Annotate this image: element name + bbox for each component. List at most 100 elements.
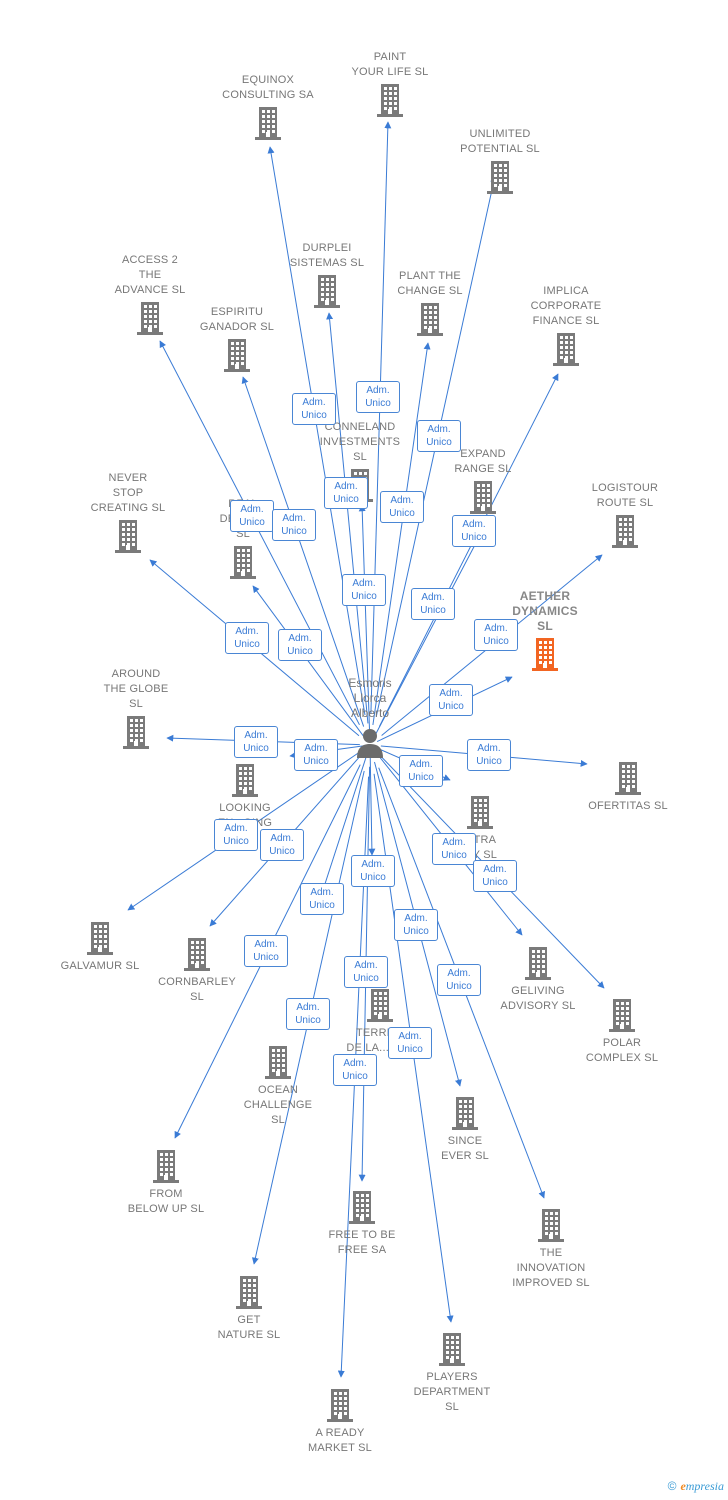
role-label-access2: Adm. Unico	[230, 500, 274, 532]
edge-durplei	[326, 312, 369, 724]
company-name: GALVAMUR SL	[60, 960, 140, 972]
role-label-aready: Adm. Unico	[333, 1054, 377, 1086]
company-node-innovation[interactable]: THE INNOVATION IMPROVED SL	[496, 1205, 606, 1291]
role-label-extra: Adm. Unico	[399, 755, 443, 787]
company-node-ocean[interactable]: OCEAN CHALLENGE SL	[223, 1042, 333, 1128]
company-name: ACCESS 2 THE ADVANCE SL	[114, 254, 186, 296]
role-label-durplei: Adm. Unico	[324, 477, 368, 509]
company-node-frombelow[interactable]: FROM BELOW UP SL	[111, 1146, 221, 1217]
company-name: EQUINOX CONSULTING SA	[222, 74, 314, 101]
company-name: AETHER DYNAMICS SL	[512, 589, 578, 633]
role-label-cornbarley: Adm. Unico	[260, 829, 304, 861]
role-label-since: Adm. Unico	[394, 909, 438, 941]
building-icon	[439, 1333, 465, 1366]
building-icon	[417, 303, 443, 336]
building-icon	[184, 938, 210, 971]
role-label-ocean: Adm. Unico	[300, 883, 344, 915]
building-icon	[87, 922, 113, 955]
company-name: OCEAN CHALLENGE SL	[243, 1084, 313, 1126]
role-label-freetobe: Adm. Unico	[344, 956, 388, 988]
company-name: GELIVING ADVISORY SL	[500, 985, 576, 1012]
company-name: POLAR COMPLEX SL	[585, 1037, 659, 1064]
edge-terre	[368, 750, 376, 856]
role-label-players: Adm. Unico	[388, 1027, 432, 1059]
building-icon	[487, 161, 513, 194]
building-icon	[327, 1389, 353, 1422]
company-node-getnature[interactable]: GET NATURE SL	[194, 1272, 304, 1343]
company-node-equinox[interactable]: EQUINOX CONSULTING SA	[213, 73, 323, 140]
building-icon	[349, 1191, 375, 1224]
company-node-ofertitas[interactable]: OFERTITAS SL	[573, 758, 683, 814]
company-node-neverstop[interactable]: NEVER STOP CREATING SL	[73, 471, 183, 553]
brand-name: mpresia	[685, 1479, 724, 1493]
role-label-aether: Adm. Unico	[429, 684, 473, 716]
role-label-plant: Adm. Unico	[380, 491, 424, 523]
role-label-innovation: Adm. Unico	[437, 964, 481, 996]
company-node-logistour[interactable]: LOGISTOUR ROUTE SL	[570, 481, 680, 548]
center-person-node[interactable]: Esmoris Llorca Alberto	[325, 676, 415, 759]
company-name: FROM BELOW UP SL	[127, 1188, 205, 1215]
company-node-galvamur[interactable]: GALVAMUR SL	[45, 918, 155, 974]
role-label-neverstop: Adm. Unico	[225, 622, 269, 654]
edge-access2	[159, 340, 360, 726]
building-icon	[367, 989, 393, 1022]
company-node-aready[interactable]: A READY MARKET SL	[285, 1385, 395, 1456]
role-label-ofertitas: Adm. Unico	[467, 739, 511, 771]
building-icon	[615, 762, 641, 795]
company-node-unlimited[interactable]: UNLIMITED POTENTIAL SL	[445, 127, 555, 194]
building-icon	[137, 302, 163, 335]
role-label-expand: Adm. Unico	[411, 588, 455, 620]
company-node-aether[interactable]: AETHER DYNAMICS SL	[490, 589, 600, 671]
edge-conneland	[358, 504, 371, 734]
building-icon	[553, 333, 579, 366]
building-icon	[467, 796, 493, 829]
role-label-getnature: Adm. Unico	[286, 998, 330, 1030]
role-label-conneland: Adm. Unico	[342, 574, 386, 606]
building-icon	[115, 520, 141, 553]
role-label-terre: Adm. Unico	[351, 855, 395, 887]
building-icon	[230, 546, 256, 579]
company-name: A READY MARKET SL	[308, 1427, 372, 1454]
company-name: PLAYERS DEPARTMENT SL	[413, 1371, 491, 1413]
company-name: THE INNOVATION IMPROVED SL	[512, 1247, 590, 1289]
building-icon	[452, 1097, 478, 1130]
company-name: DURPLEI SISTEMAS SL	[289, 242, 365, 269]
company-name: EXPAND RANGE SL	[454, 448, 512, 475]
company-name: NEVER STOP CREATING SL	[90, 472, 166, 514]
company-name: LOGISTOUR ROUTE SL	[591, 482, 659, 509]
company-node-access2[interactable]: ACCESS 2 THE ADVANCE SL	[95, 253, 205, 335]
company-node-freetobe[interactable]: FREE TO BE FREE SA	[307, 1187, 417, 1258]
building-icon	[232, 764, 258, 797]
role-label-espiritu: Adm. Unico	[272, 509, 316, 541]
company-node-around[interactable]: AROUND THE GLOBE SL	[81, 667, 191, 749]
company-name: UNLIMITED POTENTIAL SL	[460, 128, 540, 155]
building-icon	[255, 107, 281, 140]
company-node-players[interactable]: PLAYERS DEPARTMENT SL	[397, 1329, 507, 1415]
company-node-durplei[interactable]: DURPLEI SISTEMAS SL	[272, 241, 382, 308]
company-name: FREE TO BE FREE SA	[328, 1229, 396, 1256]
building-icon	[236, 1276, 262, 1309]
company-node-expand[interactable]: EXPAND RANGE SL	[428, 447, 538, 514]
person-icon	[357, 729, 383, 758]
company-name: PLANT THE CHANGE SL	[397, 270, 463, 297]
brand-first-letter: e	[680, 1479, 686, 1493]
edge-paint	[370, 121, 392, 714]
company-node-polar[interactable]: POLAR COMPLEX SL	[567, 995, 677, 1066]
footer-brand: ©empresia	[668, 1479, 724, 1494]
company-node-geliving[interactable]: GELIVING ADVISORY SL	[483, 943, 593, 1014]
company-node-paint[interactable]: PAINT YOUR LIFE SL	[335, 50, 445, 117]
role-label-looking: Adm. Unico	[294, 739, 338, 771]
person-name: Esmoris Llorca Alberto	[348, 676, 392, 720]
company-name: CORNBARLEY SL	[158, 976, 236, 1003]
company-node-implica[interactable]: IMPLICA CORPORATE FINANCE SL	[511, 284, 621, 366]
edge-equinox	[267, 146, 366, 716]
company-node-cornbarley[interactable]: CORNBARLEY SL	[142, 934, 252, 1005]
company-name: AROUND THE GLOBE SL	[103, 668, 169, 710]
building-icon	[525, 947, 551, 980]
role-label-geliving: Adm. Unico	[432, 833, 476, 865]
company-node-plant[interactable]: PLANT THE CHANGE SL	[375, 269, 485, 336]
company-node-espiritu[interactable]: ESPIRITU GANADOR SL	[182, 305, 292, 372]
company-node-since[interactable]: SINCE EVER SL	[410, 1093, 520, 1164]
edge-espiritu	[241, 376, 365, 727]
role-label-polar: Adm. Unico	[473, 860, 517, 892]
